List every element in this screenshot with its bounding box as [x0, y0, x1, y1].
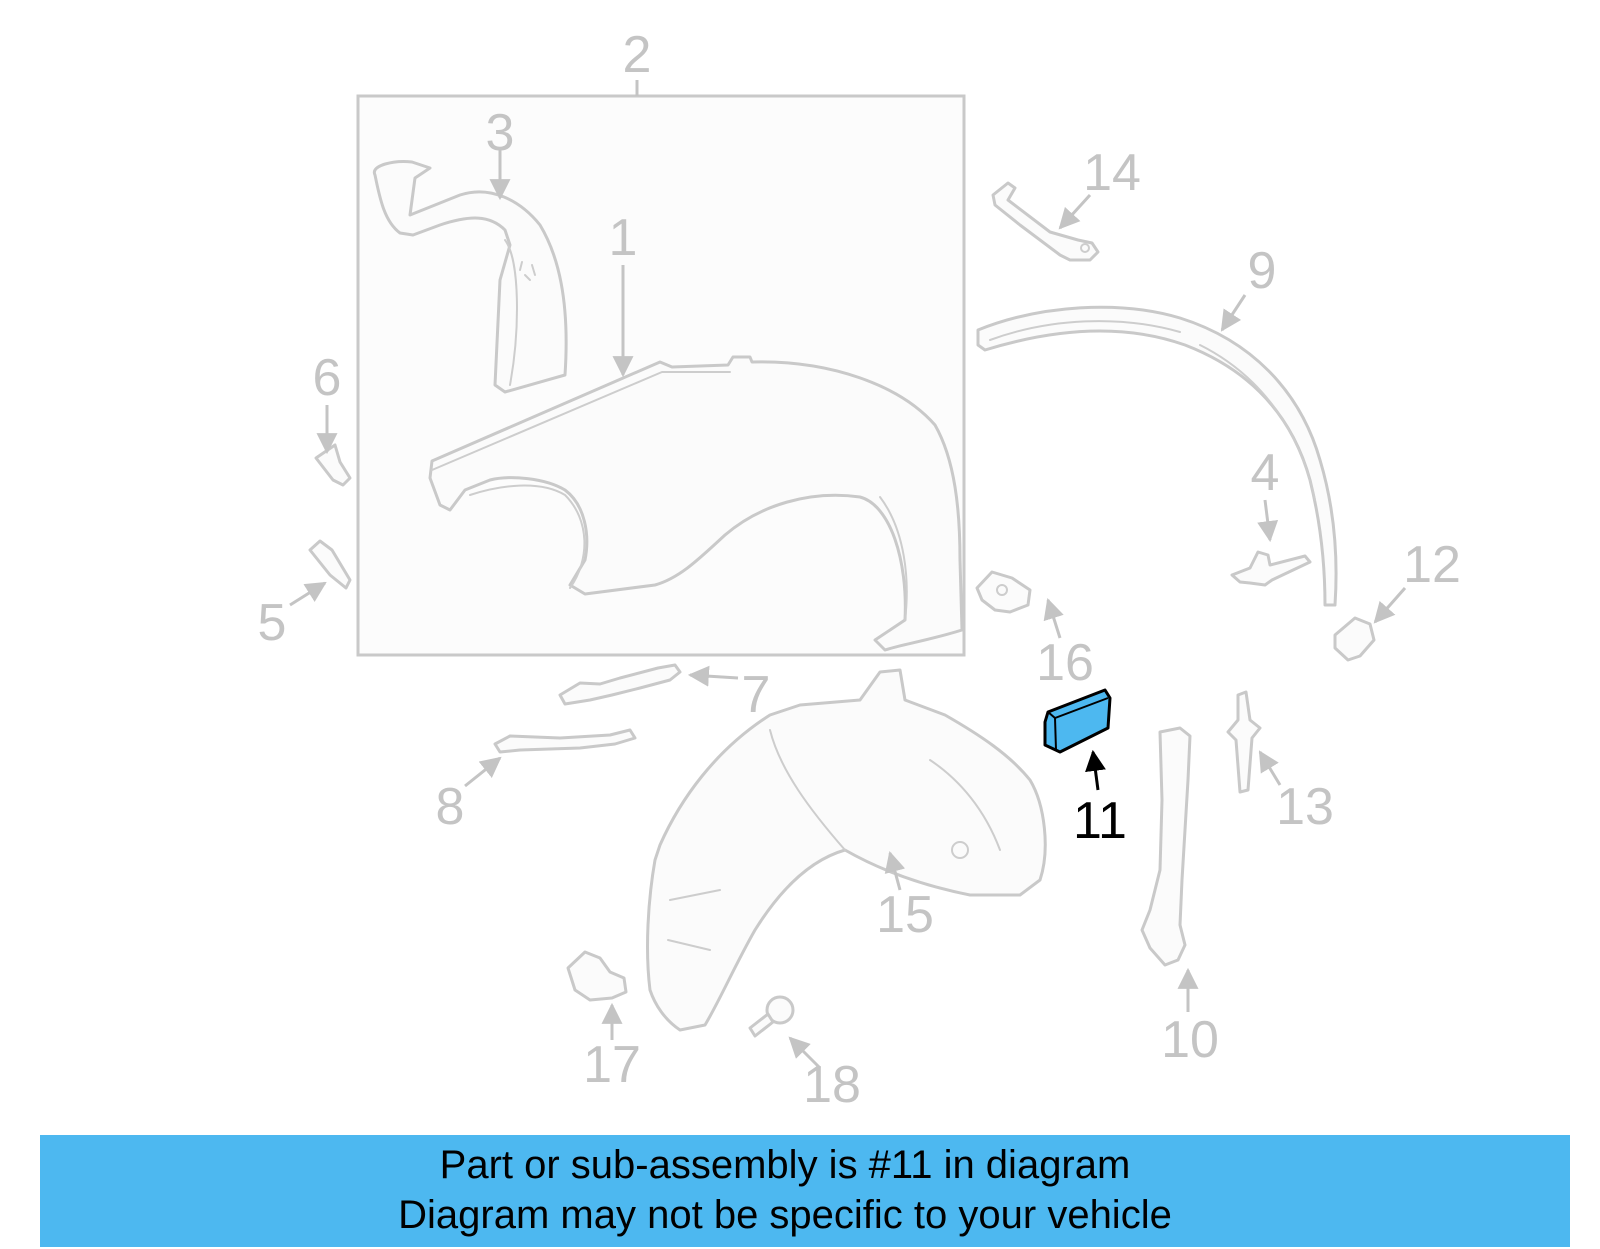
part-9-molding [976, 305, 1338, 607]
part-10-seal [1140, 726, 1192, 967]
leader-5 [289, 581, 327, 607]
callout-6: 6 [313, 349, 342, 407]
banner-line-2: Diagram may not be specific to your vehi… [398, 1193, 1172, 1237]
part-7-strip [558, 663, 682, 706]
callout-2: 2 [623, 26, 652, 84]
banner-line-1: Part or sub-assembly is #11 in diagram [439, 1143, 1131, 1187]
callout-14: 14 [1083, 144, 1141, 202]
part-13-pin [1226, 690, 1262, 794]
callout-16: 16 [1036, 634, 1094, 692]
leader-7 [687, 665, 739, 687]
part-4-clip [1230, 550, 1312, 587]
part-15-liner [646, 668, 1047, 1032]
callout-8: 8 [436, 778, 465, 836]
callout-15: 15 [876, 886, 934, 944]
part-14-bracket [991, 181, 1100, 262]
leader-11 [1085, 749, 1106, 791]
part-11-highlight[interactable] [1043, 688, 1112, 754]
part-5-clip [308, 539, 352, 590]
callout-13: 13 [1276, 778, 1334, 836]
callout-3: 3 [486, 104, 515, 162]
callout-11[interactable]: 11 [1073, 792, 1127, 850]
callout-7: 7 [742, 666, 771, 724]
leader-4 [1257, 499, 1279, 543]
leader-9 [1220, 294, 1247, 332]
callout-12: 12 [1403, 536, 1461, 594]
part-18-screw [748, 995, 795, 1038]
callout-9: 9 [1248, 242, 1277, 300]
callout-10: 10 [1161, 1011, 1219, 1069]
part-16-nut [975, 570, 1032, 614]
leader-15 [884, 850, 906, 891]
part-17-nut [566, 950, 628, 1002]
leader-13 [1258, 750, 1282, 786]
leader-16 [1043, 597, 1064, 639]
leader-18 [788, 1036, 822, 1070]
callout-17: 17 [583, 1036, 641, 1094]
leader-8 [464, 756, 502, 788]
info-banner: Part or sub-assembly is #11 in diagram D… [40, 1135, 1570, 1247]
part-12-clip [1333, 616, 1376, 662]
part-1-fender [428, 355, 964, 652]
leader-14 [1058, 193, 1092, 230]
part-6-clip [314, 443, 352, 487]
callout-5: 5 [258, 594, 287, 652]
callout-18: 18 [803, 1056, 861, 1114]
callout-4: 4 [1251, 444, 1280, 502]
part-8-strip [493, 728, 637, 754]
part-3-bracket [372, 160, 568, 394]
callout-1: 1 [609, 209, 638, 267]
leader-12 [1373, 587, 1407, 624]
